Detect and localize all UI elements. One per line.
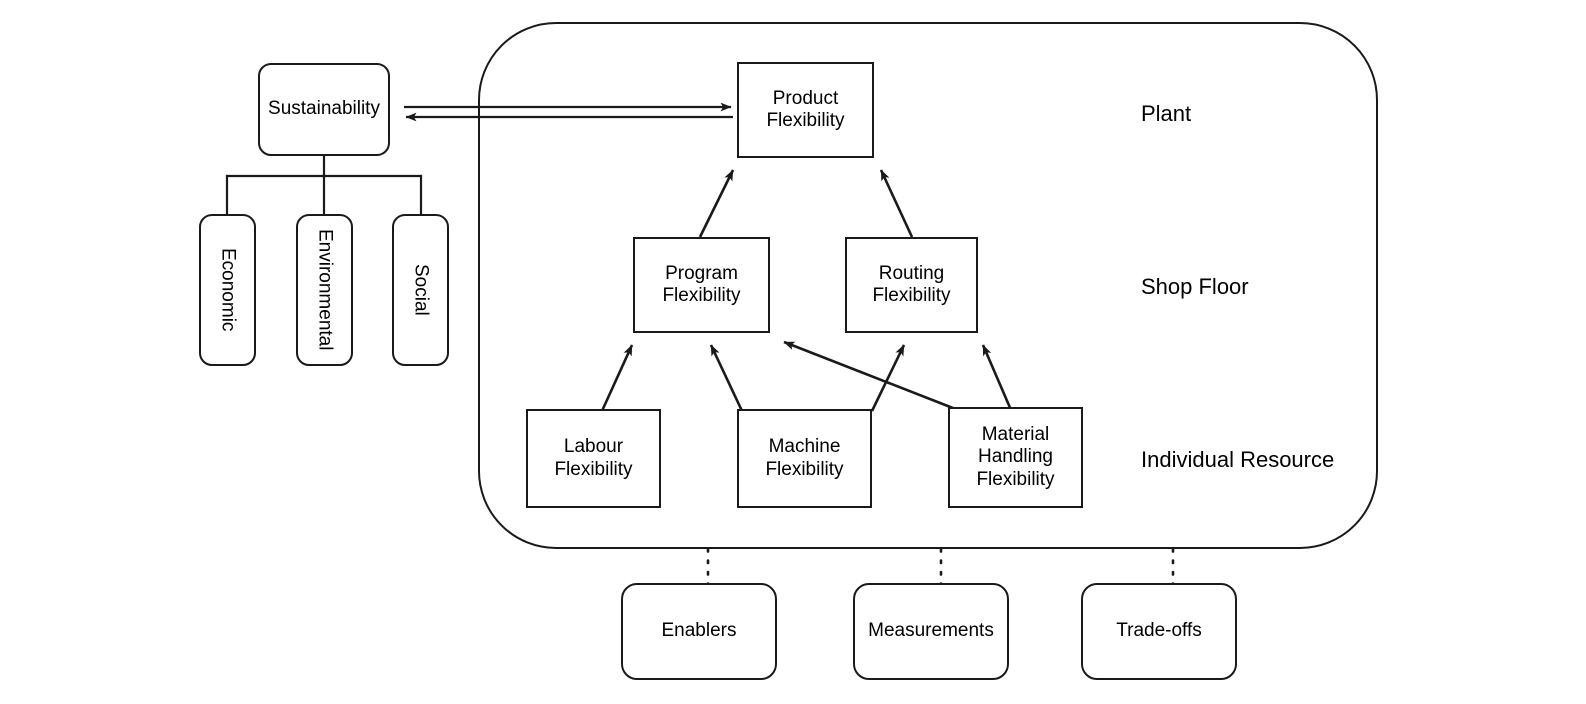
node-machine-flexibility[interactable]: Machine Flexibility [737, 409, 872, 508]
node-routing-flexibility-label: Routing Flexibility [872, 262, 951, 306]
node-material-handling-flexibility-label: Material Handling Flexibility [976, 423, 1055, 490]
node-social[interactable]: Social [392, 214, 449, 366]
node-trade-offs[interactable]: Trade-offs [1081, 583, 1237, 680]
edge-material-handling-to-routing [981, 344, 1013, 411]
node-labour-flexibility[interactable]: Labour Flexibility [526, 409, 661, 508]
node-measurements[interactable]: Measurements [853, 583, 1009, 680]
node-product-flexibility[interactable]: Product Flexibility [737, 62, 874, 158]
edge-machine-to-program [709, 344, 744, 412]
node-economic-label: Economic [217, 248, 239, 332]
region-label-shop-floor: Shop Floor [1141, 274, 1249, 299]
flexibility-framework-container [478, 22, 1378, 549]
node-environmental[interactable]: Environmental [296, 214, 353, 366]
node-social-label: Social [410, 264, 432, 316]
node-sustainability-label: Sustainability [268, 98, 380, 120]
edge-sustainability-tree [225, 154, 423, 216]
node-measurements-label: Measurements [868, 620, 994, 642]
node-sustainability[interactable]: Sustainability [258, 63, 390, 156]
node-trade-offs-label: Trade-offs [1116, 620, 1202, 642]
node-product-flexibility-label: Product Flexibility [766, 87, 845, 131]
node-routing-flexibility[interactable]: Routing Flexibility [845, 237, 978, 333]
edge-program-to-product [698, 169, 735, 238]
node-enablers[interactable]: Enablers [621, 583, 777, 680]
node-program-flexibility[interactable]: Program Flexibility [633, 237, 770, 333]
node-enablers-label: Enablers [661, 620, 737, 642]
node-program-flexibility-label: Program Flexibility [662, 262, 741, 306]
node-material-handling-flexibility[interactable]: Material Handling Flexibility [948, 407, 1083, 508]
node-economic[interactable]: Economic [199, 214, 256, 366]
edge-labour-to-program [600, 344, 634, 412]
region-label-individual-resource: Individual Resource [1141, 447, 1335, 472]
node-labour-flexibility-label: Labour Flexibility [554, 436, 633, 480]
edge-machine-to-routing [870, 344, 906, 412]
node-machine-flexibility-label: Machine Flexibility [765, 436, 844, 480]
edge-sustainability-product-flexibility [404, 102, 733, 122]
edge-routing-to-product [879, 169, 914, 238]
node-environmental-label: Environmental [314, 229, 336, 351]
edge-material-handling-to-program [783, 340, 959, 412]
region-label-plant: Plant [1141, 101, 1192, 126]
